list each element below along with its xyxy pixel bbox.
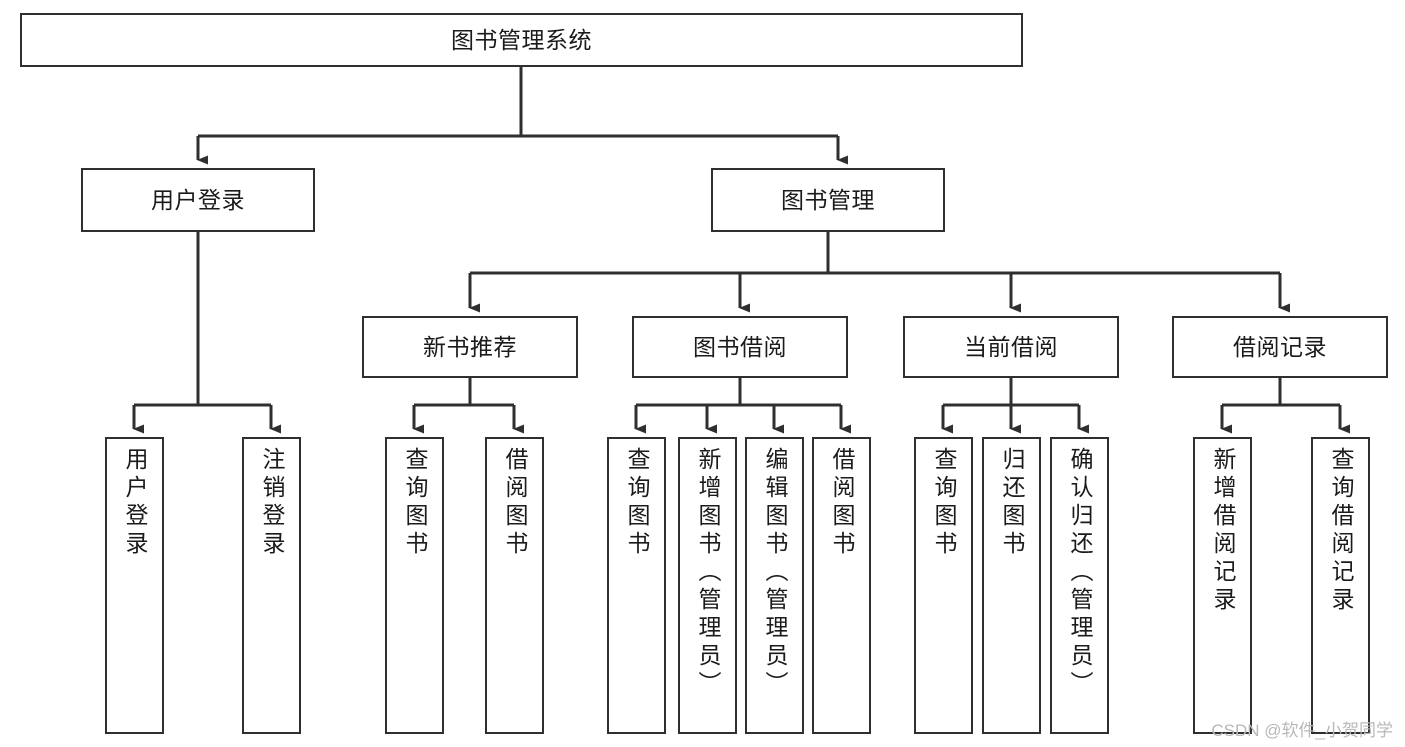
node-book-management[interactable]: 图书管理 [711,168,945,232]
node-label: 当前借阅 [964,333,1058,360]
node-leaf-borrow-book-recommend[interactable]: 借阅图书 [485,437,544,734]
node-label: 确认归还（管理员） [1067,447,1093,699]
node-label: 图书管理 [781,186,875,213]
node-label: 借阅图书 [829,447,855,559]
node-current-borrow[interactable]: 当前借阅 [903,316,1119,378]
node-label: 图书借阅 [693,333,787,360]
node-label: 用户登录 [151,186,245,213]
csdn-watermark: CSDN @软件_小贺同学 [1211,721,1393,740]
node-label: 借阅图书 [502,447,528,559]
node-label: 用户登录 [122,447,148,559]
node-leaf-add-borrow-record[interactable]: 新增借阅记录 [1193,437,1252,734]
node-new-book-recommend[interactable]: 新书推荐 [362,316,578,378]
node-label: 查询图书 [931,447,957,559]
node-borrow-record[interactable]: 借阅记录 [1172,316,1388,378]
node-leaf-confirm-return-admin[interactable]: 确认归还（管理员） [1050,437,1109,734]
node-leaf-logout-login[interactable]: 注销登录 [242,437,301,734]
node-label: 图书管理系统 [451,26,592,53]
node-user-login[interactable]: 用户登录 [81,168,315,232]
node-leaf-query-book-recommend[interactable]: 查询图书 [385,437,444,734]
node-leaf-query-book-current[interactable]: 查询图书 [914,437,973,734]
node-label: 查询图书 [402,447,428,559]
node-label: 查询借阅记录 [1328,447,1354,615]
node-label: 新增图书（管理员） [695,447,721,699]
node-label: 借阅记录 [1233,333,1327,360]
node-leaf-add-book-admin[interactable]: 新增图书（管理员） [678,437,737,734]
node-root-book-management-system[interactable]: 图书管理系统 [20,13,1023,67]
node-leaf-return-book[interactable]: 归还图书 [982,437,1041,734]
node-leaf-edit-book-admin[interactable]: 编辑图书（管理员） [745,437,804,734]
node-leaf-query-book-borrow[interactable]: 查询图书 [607,437,666,734]
node-leaf-user-login[interactable]: 用户登录 [105,437,164,734]
node-label: 查询图书 [624,447,650,559]
node-label: 编辑图书（管理员） [762,447,788,699]
node-book-borrow[interactable]: 图书借阅 [632,316,848,378]
node-label: 新书推荐 [423,333,517,360]
node-label: 新增借阅记录 [1210,447,1236,615]
node-leaf-borrow-book[interactable]: 借阅图书 [812,437,871,734]
node-leaf-query-borrow-record[interactable]: 查询借阅记录 [1311,437,1370,734]
node-label: 归还图书 [999,447,1025,559]
node-label: 注销登录 [259,447,285,559]
